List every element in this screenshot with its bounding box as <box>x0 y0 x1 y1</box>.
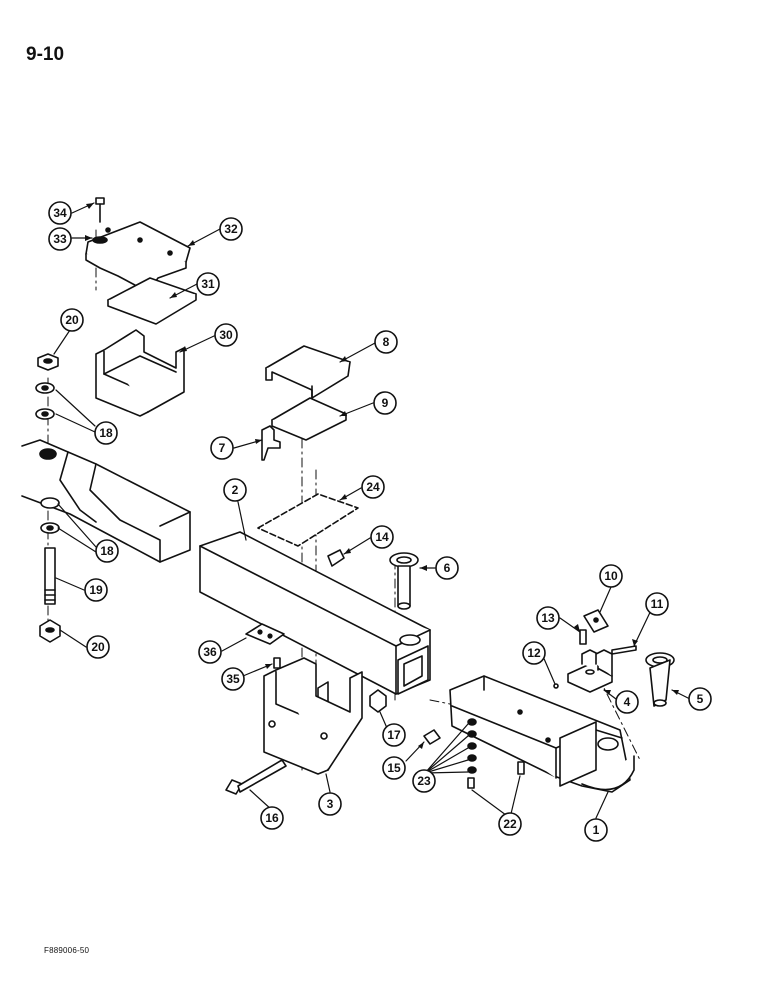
callout-18-lower-label: 18 <box>100 544 114 558</box>
leader-arrowheads <box>85 203 679 749</box>
callout-18-top: 18 <box>94 421 118 445</box>
part-nut-17 <box>369 689 441 745</box>
callout-4-label: 4 <box>624 695 631 709</box>
callout-20-lower-label: 20 <box>91 640 105 654</box>
part-cover-8 <box>265 345 351 399</box>
callout-31-label: 31 <box>201 277 215 291</box>
callout-18-top-label: 18 <box>99 426 113 440</box>
part-plate-36 <box>245 623 285 669</box>
callout-31: 31 <box>196 272 220 296</box>
callout-20-top: 20 <box>60 308 84 332</box>
callout-22-label: 22 <box>503 817 517 831</box>
callout-14-label: 14 <box>375 530 389 544</box>
callout-18-lower: 18 <box>95 539 119 563</box>
part-plate-24 <box>257 493 359 547</box>
callout-6: 6 <box>435 556 459 580</box>
callout-20-lower: 20 <box>86 635 110 659</box>
callout-19-label: 19 <box>89 583 103 597</box>
callout-17-label: 17 <box>387 728 401 742</box>
callout-10: 10 <box>599 564 623 588</box>
callout-2-label: 2 <box>232 483 239 497</box>
part-frame-beam <box>21 439 191 563</box>
part-clevis-1 <box>449 675 635 793</box>
callout-11: 11 <box>645 592 669 616</box>
callout-5: 5 <box>688 687 712 711</box>
part-bolt-13 <box>579 629 587 645</box>
callout-30-label: 30 <box>219 328 233 342</box>
part-pin-5 <box>645 652 675 707</box>
callout-23-label: 23 <box>417 774 431 788</box>
callout-17: 17 <box>382 723 406 747</box>
callout-19: 19 <box>84 578 108 602</box>
part-clip-14 <box>327 549 345 567</box>
part-pin-11 <box>553 645 637 689</box>
part-pad-31 <box>107 277 197 325</box>
part-drawbar-tube-2 <box>199 531 431 695</box>
part-bracket-30 <box>95 329 185 417</box>
part-bolt-16 <box>225 759 287 795</box>
callout-34-label: 34 <box>53 206 67 220</box>
callout-1: 1 <box>584 818 608 842</box>
callout-9: 9 <box>373 391 397 415</box>
part-washers-23 <box>467 718 525 789</box>
callout-11-label: 11 <box>651 597 664 611</box>
callout-15: 15 <box>382 756 406 780</box>
callout-33: 33 <box>48 227 72 251</box>
callout-12-label: 12 <box>527 646 541 660</box>
callout-35: 35 <box>221 667 245 691</box>
part-pad-9 <box>271 397 347 441</box>
figure-id: F889006-50 <box>44 946 90 955</box>
callout-4: 4 <box>615 690 639 714</box>
callout-35-label: 35 <box>226 672 240 686</box>
callout-10-label: 10 <box>604 569 618 583</box>
callout-13-label: 13 <box>541 611 555 625</box>
callout-7: 7 <box>210 436 234 460</box>
callout-16-label: 16 <box>265 811 279 825</box>
callout-1-label: 1 <box>593 823 600 837</box>
callout-24-label: 24 <box>366 480 380 494</box>
callout-34: 34 <box>48 201 72 225</box>
callout-30: 30 <box>214 323 238 347</box>
callout-33-label: 33 <box>53 232 67 246</box>
callout-32-label: 32 <box>224 222 238 236</box>
callout-32: 32 <box>219 217 243 241</box>
part-top-plate <box>85 221 191 293</box>
callout-6-label: 6 <box>444 561 451 575</box>
part-bolt-34 <box>92 197 108 244</box>
part-plate-10 <box>583 609 609 633</box>
callout-16: 16 <box>260 806 284 830</box>
page-number: 9-10 <box>26 44 65 65</box>
callout-12: 12 <box>522 641 546 665</box>
callout-2: 2 <box>223 478 247 502</box>
callout-14: 14 <box>370 525 394 549</box>
callout-24: 24 <box>361 475 385 499</box>
callout-36: 36 <box>198 640 222 664</box>
callout-8-label: 8 <box>383 335 390 349</box>
callout-7-label: 7 <box>219 441 226 455</box>
part-nut-washers-top <box>35 353 59 420</box>
callout-23: 23 <box>412 769 436 793</box>
callout-20-top-label: 20 <box>65 313 79 327</box>
callout-15-label: 15 <box>387 761 401 775</box>
callout-36-label: 36 <box>203 645 217 659</box>
part-pin-6 <box>389 552 419 610</box>
callout-5-label: 5 <box>697 692 704 706</box>
part-clip-7 <box>261 425 281 461</box>
part-u-bracket-3 <box>263 657 363 775</box>
part-stud-nut-lower <box>39 497 61 643</box>
callout-8: 8 <box>374 330 398 354</box>
callout-9-label: 9 <box>382 396 389 410</box>
part-bracket-4 <box>567 649 613 693</box>
callout-3: 3 <box>318 792 342 816</box>
callout-13: 13 <box>536 606 560 630</box>
callout-22: 22 <box>498 812 522 836</box>
callout-3-label: 3 <box>327 797 334 811</box>
